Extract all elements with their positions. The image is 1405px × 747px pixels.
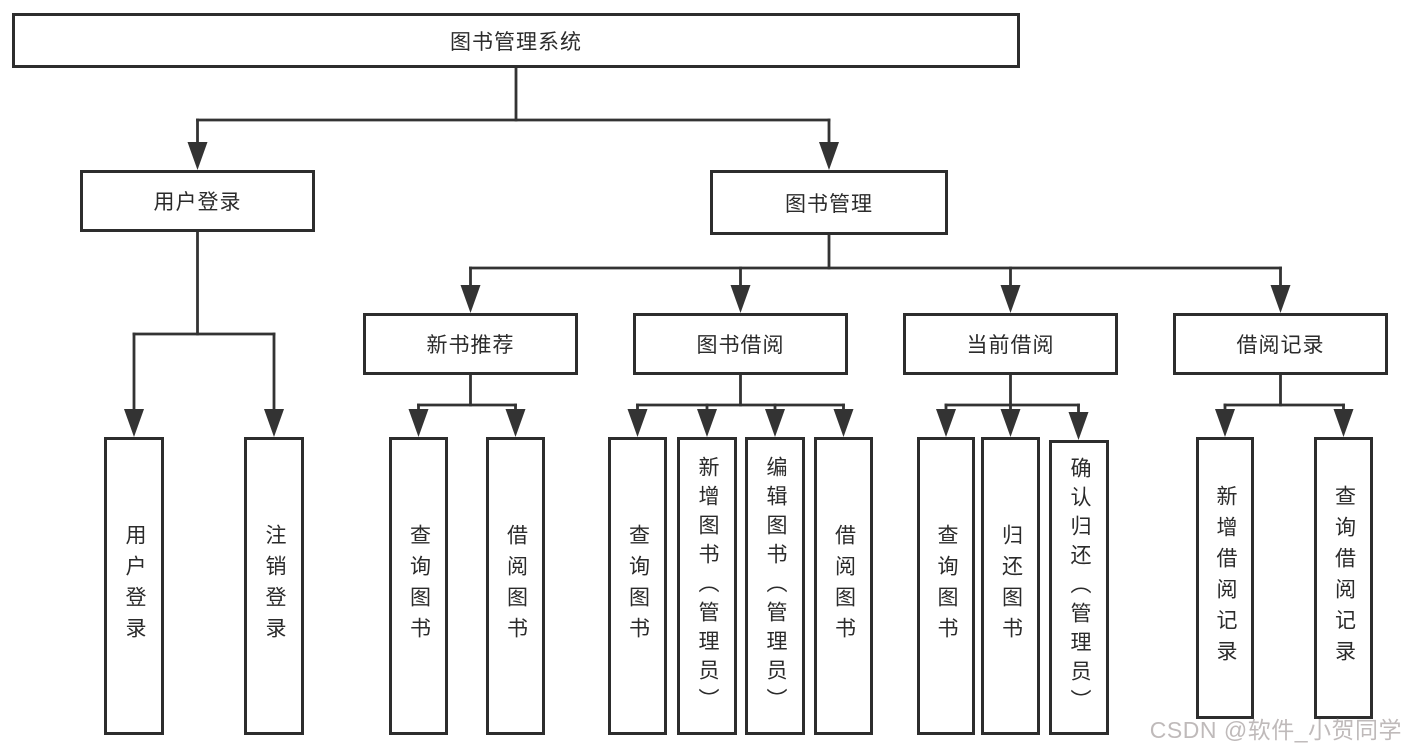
node-borrow-records: 借阅记录 xyxy=(1173,313,1388,375)
node-book-borrow: 图书借阅 xyxy=(633,313,848,375)
leaf-records-add-label: 新增借阅记录 xyxy=(1214,485,1237,671)
node-current-borrow-label: 当前借阅 xyxy=(966,334,1055,357)
node-root: 图书管理系统 xyxy=(12,13,1020,68)
leaf-current-query-label: 查询图书 xyxy=(935,524,958,648)
leaf-records-add: 新增借阅记录 xyxy=(1196,437,1254,719)
leaf-records-query: 查询借阅记录 xyxy=(1314,437,1373,719)
node-root-label: 图书管理系统 xyxy=(450,30,582,54)
leaf-current-return: 归还图书 xyxy=(981,437,1040,735)
node-new-book-recommend: 新书推荐 xyxy=(363,313,578,375)
leaf-newbook-query: 查询图书 xyxy=(389,437,448,735)
leaf-current-query: 查询图书 xyxy=(917,437,975,735)
leaf-user-login: 用户登录 xyxy=(104,437,164,735)
node-user-login: 用户登录 xyxy=(80,170,315,232)
leaf-current-return-label: 归还图书 xyxy=(999,524,1023,648)
leaf-newbook-query-label: 查询图书 xyxy=(407,524,431,648)
watermark: CSDN @软件_小贺同学 xyxy=(1149,717,1402,743)
leaf-current-confirm-admin-label: 确认归还（管理员） xyxy=(1068,457,1091,718)
node-book-borrow-label: 图书借阅 xyxy=(696,334,785,357)
leaf-borrow-edit-admin-label: 编辑图书（管理员） xyxy=(764,455,787,717)
leaf-newbook-borrow: 借阅图书 xyxy=(486,437,545,735)
node-new-book-recommend-label: 新书推荐 xyxy=(426,334,515,357)
node-book-management: 图书管理 xyxy=(710,170,948,235)
leaf-borrow-edit-admin: 编辑图书（管理员） xyxy=(745,437,805,735)
node-borrow-records-label: 借阅记录 xyxy=(1236,334,1325,357)
leaf-logout-label: 注销登录 xyxy=(263,524,286,648)
leaf-user-login-label: 用户登录 xyxy=(123,524,146,648)
leaf-newbook-borrow-label: 借阅图书 xyxy=(504,524,528,648)
node-book-management-label: 图书管理 xyxy=(785,192,873,216)
leaf-current-confirm-admin: 确认归还（管理员） xyxy=(1049,440,1109,735)
node-current-borrow: 当前借阅 xyxy=(903,313,1118,375)
leaf-logout: 注销登录 xyxy=(244,437,304,735)
leaf-borrow-query-label: 查询图书 xyxy=(626,524,650,648)
leaf-borrow-query: 查询图书 xyxy=(608,437,667,735)
leaf-borrow-borrow: 借阅图书 xyxy=(814,437,873,735)
leaf-records-query-label: 查询借阅记录 xyxy=(1332,485,1356,671)
leaf-borrow-add-admin: 新增图书（管理员） xyxy=(677,437,737,735)
node-user-login-label: 用户登录 xyxy=(153,191,242,214)
leaf-borrow-borrow-label: 借阅图书 xyxy=(832,524,856,648)
leaf-borrow-add-admin-label: 新增图书（管理员） xyxy=(696,455,719,717)
